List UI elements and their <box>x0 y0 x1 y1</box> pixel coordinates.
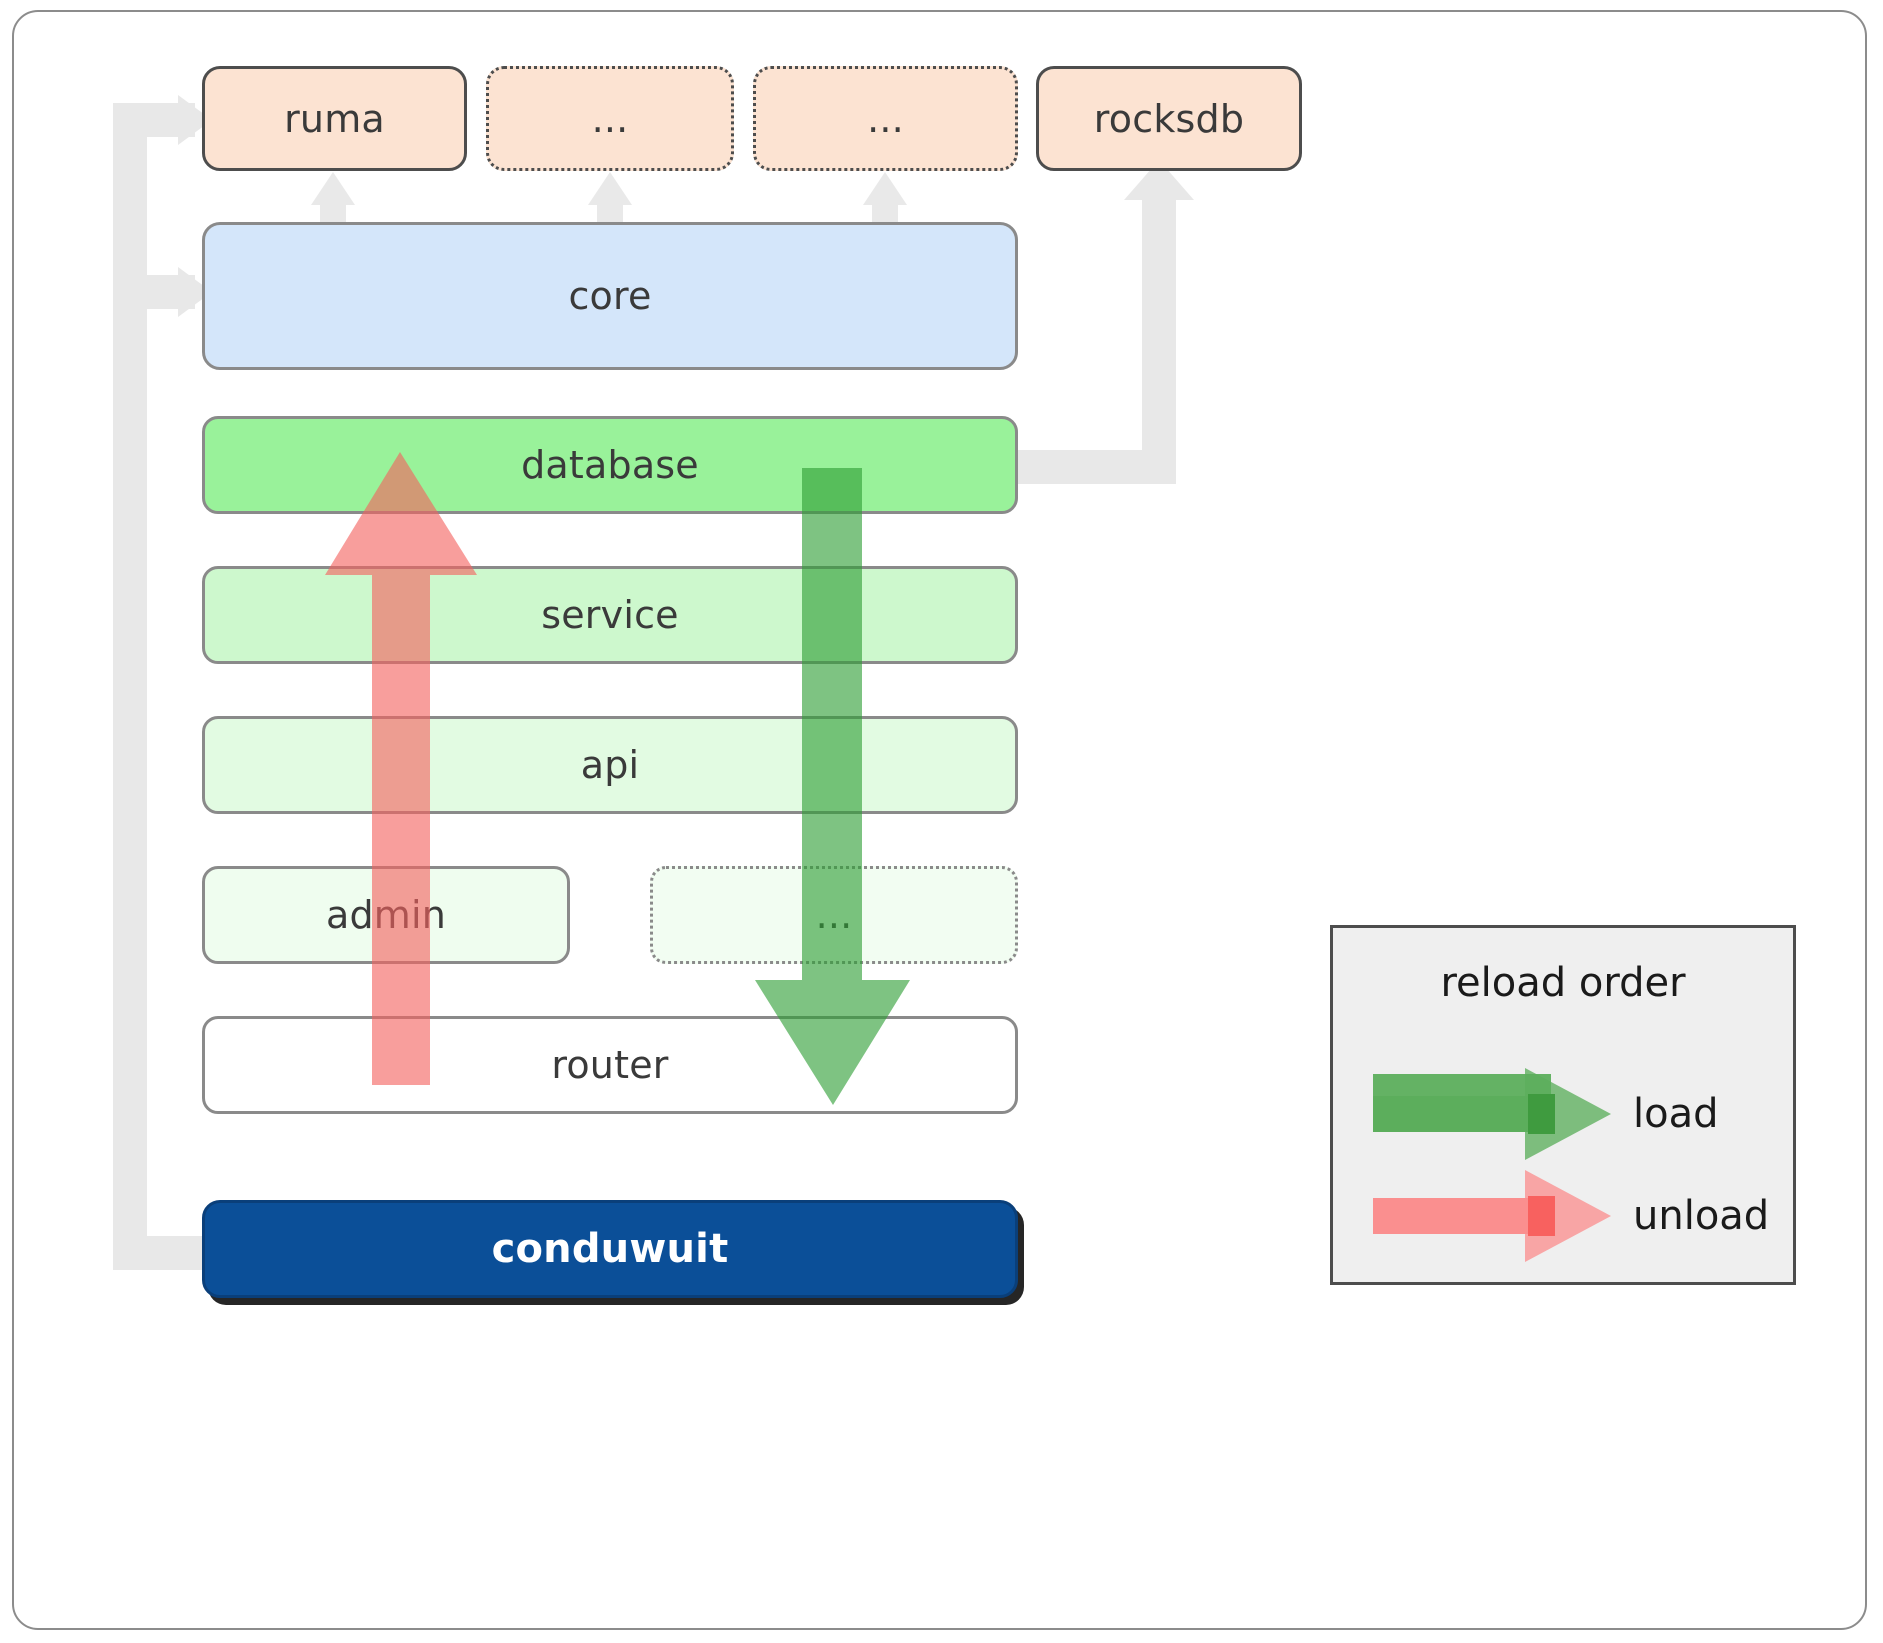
legend-row-unload: unload <box>1333 1168 1799 1264</box>
app-label: conduwuit <box>491 1226 729 1272</box>
dependency-box-ruma[interactable]: ruma <box>202 66 467 171</box>
layer-box-service[interactable]: service <box>202 566 1018 664</box>
legend-panel: reload order load unload <box>1330 925 1796 1285</box>
dependency-box-rocksdb[interactable]: rocksdb <box>1036 66 1302 171</box>
leaf-box-admin[interactable]: admin <box>202 866 570 964</box>
router-label: router <box>551 1043 669 1087</box>
dependency-box-more-1[interactable]: ... <box>486 66 734 171</box>
layer-box-api[interactable]: api <box>202 716 1018 814</box>
legend-row-load: load <box>1333 1066 1799 1162</box>
layer-label: database <box>521 443 699 487</box>
dependency-label: ... <box>867 96 904 141</box>
router-box[interactable]: router <box>202 1016 1018 1114</box>
layer-box-database[interactable]: database <box>202 416 1018 514</box>
legend-label: unload <box>1633 1193 1770 1239</box>
legend-title: reload order <box>1440 960 1686 1006</box>
load-arrow-icon <box>1373 1068 1611 1160</box>
core-label: core <box>568 274 652 318</box>
app-box-conduwuit[interactable]: conduwuit <box>202 1200 1018 1298</box>
legend-label: load <box>1633 1091 1719 1137</box>
leaf-label: ... <box>815 893 853 937</box>
dependency-box-more-2[interactable]: ... <box>753 66 1018 171</box>
dependency-label: ruma <box>284 96 385 141</box>
layer-label: service <box>541 593 679 637</box>
dependency-label: ... <box>591 96 629 141</box>
dependency-label: rocksdb <box>1093 96 1245 141</box>
core-box[interactable]: core <box>202 222 1018 370</box>
layer-label: api <box>580 743 640 787</box>
leaf-label: admin <box>325 893 447 937</box>
leaf-box-more[interactable]: ... <box>650 866 1018 964</box>
unload-arrow-icon <box>1373 1170 1611 1262</box>
